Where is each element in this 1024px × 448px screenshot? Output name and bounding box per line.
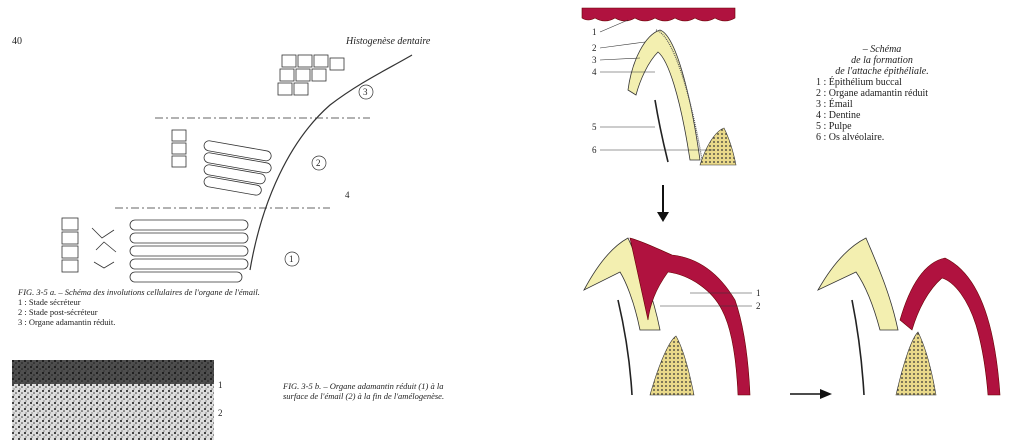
- zone-label-circles: [284, 84, 374, 267]
- micrograph-label-1: 1: [218, 380, 223, 390]
- top-label-6: 6: [592, 145, 597, 155]
- reduced-enamel-organ: [655, 29, 703, 161]
- top-label-1: 1: [592, 27, 597, 37]
- middle-leader-lines: [660, 292, 752, 307]
- top-label-5: 5: [592, 122, 597, 132]
- micrograph-label-2: 2: [218, 408, 223, 418]
- figure-legend: – Schéma de la formation de l'attache ép…: [812, 44, 1022, 143]
- middle-tooth-diagram: [583, 237, 752, 396]
- legend-item-6: 6 : Os alvéolaire.: [816, 132, 885, 143]
- legend-title-2: de la formation: [851, 55, 913, 66]
- figure-a-legend-3: 3 : Organe adamantin réduit.: [18, 317, 116, 327]
- legend-item-4: 4 : Dentine: [816, 110, 861, 121]
- top-tooth-diagram: [581, 7, 737, 166]
- running-header: Histogenèse dentaire: [346, 36, 431, 47]
- zone-label-1: 1: [289, 254, 294, 264]
- legend-item-1: 1 : Épithélium buccal: [816, 77, 902, 88]
- secretory-ameloblasts: [61, 217, 249, 283]
- alveolar-bone: [895, 331, 937, 396]
- stellate-cells: [91, 227, 117, 269]
- top-label-4: 4: [592, 67, 597, 77]
- legend-item-5: 5 : Pulpe: [816, 121, 852, 132]
- micrograph-dark-band: [12, 360, 214, 384]
- legend-title-1: – Schéma: [862, 44, 902, 55]
- enamel-surface-line: [249, 54, 413, 271]
- figure-b-caption: FIG. 3-5 b. – Organe adamantin réduit (1…: [283, 381, 445, 401]
- legend-item-3: 3 : Émail: [816, 99, 853, 110]
- legend-title-3: de l'attache épithéliale.: [835, 66, 929, 77]
- final-tooth-diagram: [817, 237, 1001, 396]
- zone-label-3: 3: [363, 87, 368, 97]
- gingival-epithelium: [629, 237, 751, 396]
- dentine-wall: [617, 299, 633, 396]
- pulp-wall: [654, 99, 669, 163]
- alveolar-bone: [649, 335, 695, 396]
- top-label-3: 3: [592, 55, 597, 65]
- dentine-wall: [851, 299, 865, 396]
- diagram-labels: 1 2 3 4 1 2 1 2 3 4 5 6 1 2: [218, 27, 761, 418]
- enamel-cap: [627, 29, 701, 161]
- legend-item-2: 2 : Organe adamantin réduit: [816, 88, 929, 99]
- figure-a-caption-block: FIG. 3-5 a. – Schéma des involutions cel…: [18, 287, 438, 327]
- attached-epithelium: [899, 257, 1001, 396]
- figure-a-legend-1: 1 : Stade sécréteur: [18, 297, 81, 307]
- top-leader-lines: [599, 19, 715, 151]
- page-number: 40: [12, 36, 22, 47]
- enamel-section: [817, 237, 899, 331]
- figure-a-legend-2: 2 : Stade post-sécréteur: [18, 307, 98, 317]
- middle-label-1: 1: [756, 288, 761, 298]
- figure-a-diagram: [61, 54, 413, 283]
- reduced-enamel-organ-cells: [277, 54, 345, 96]
- zone-label-2: 2: [316, 158, 321, 168]
- figure-a-caption: FIG. 3-5 a. – Schéma des involutions cel…: [18, 287, 260, 297]
- zone-label-4: 4: [345, 190, 350, 200]
- oral-epithelium: [581, 7, 736, 22]
- post-secretory-cells: [171, 129, 272, 196]
- top-label-2: 2: [592, 43, 597, 53]
- arrow-right: [790, 389, 832, 399]
- middle-label-2: 2: [756, 301, 761, 311]
- arrow-down: [657, 185, 669, 222]
- alveolar-bone: [699, 127, 737, 166]
